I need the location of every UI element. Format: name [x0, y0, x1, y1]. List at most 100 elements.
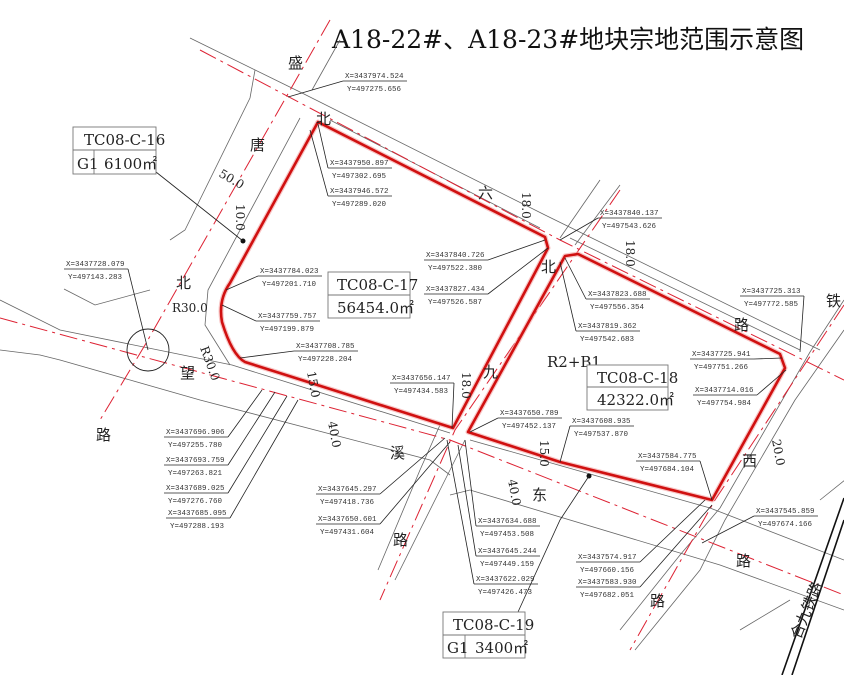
- dimension-label: 18.0: [623, 240, 637, 267]
- coordinate-x: X=3437622.029: [476, 576, 535, 584]
- coordinate-y: Y=497228.204: [298, 356, 353, 364]
- parcel-area: 42322.0㎡: [597, 391, 674, 409]
- dimension-label: 50.0: [217, 166, 247, 191]
- leader-line: [576, 504, 713, 588]
- coordinate-y: Y=497275.656: [347, 86, 402, 94]
- leader-line: [559, 261, 640, 332]
- leader-line: [457, 444, 540, 557]
- dimension-label: 18.0: [519, 192, 533, 219]
- leader-line: [316, 441, 451, 525]
- dimension-label: 18.0: [459, 372, 473, 399]
- coordinate-y: Y=497751.266: [694, 364, 749, 372]
- parcel-label-c16: TC08-C-16 G1 6100㎡: [72, 126, 165, 175]
- parcel-area: 56454.0㎡: [337, 299, 414, 317]
- coordinate-x: X=3437708.785: [296, 343, 355, 351]
- parcel-label-c17: TC08-C-17 56454.0㎡: [327, 271, 418, 319]
- coordinate-y: Y=497772.585: [744, 301, 799, 309]
- coordinate-y: Y=497288.193: [170, 523, 225, 531]
- coordinate-y: Y=497522.380: [428, 265, 483, 273]
- road-name-char: 路: [650, 592, 665, 610]
- coordinate-y: Y=497434.583: [394, 388, 449, 396]
- coordinate-labels: X=3437974.524Y=497275.656X=3437950.897Y=…: [64, 73, 818, 600]
- coordinate-y: Y=497684.104: [640, 466, 695, 474]
- leader-line: [225, 275, 322, 291]
- road-centerlines: [0, 19, 844, 651]
- road-name-char: 北: [176, 274, 191, 292]
- coordinate-y: Y=497418.736: [320, 499, 375, 507]
- intersection-circle: [126, 328, 170, 372]
- leader-line: [239, 350, 358, 359]
- parcel-c17-boundary: [218, 119, 551, 431]
- coordinate-x: X=3437693.759: [166, 457, 225, 465]
- coordinate-x: X=3437645.244: [478, 548, 537, 556]
- coordinate-y: Y=497276.760: [168, 498, 223, 506]
- leader-line: [309, 129, 392, 197]
- dimension-label: R30.0: [197, 344, 222, 382]
- parcel-id: TC08-C-16: [84, 131, 165, 149]
- coordinate-y: Y=497542.683: [580, 336, 635, 344]
- coordinate-x: X=3437819.362: [578, 323, 637, 331]
- parcel-use: G1: [77, 155, 99, 173]
- leader-line: [740, 295, 805, 353]
- railway-label: 合九铁路: [787, 579, 826, 641]
- road-name-char: 六: [478, 184, 493, 202]
- coordinate-x: X=3437583.930: [578, 579, 637, 587]
- coordinate-y: Y=497543.626: [602, 223, 657, 231]
- coordinate-y: Y=497302.695: [332, 173, 387, 181]
- coordinate-x: X=3437728.079: [66, 261, 125, 269]
- coordinate-y: Y=497453.508: [480, 531, 534, 539]
- map-title: A18-22#、A18-23#地块宗地范围示意图: [331, 25, 804, 54]
- parcel-id: TC08-C-17: [337, 276, 418, 294]
- dimension-label: 15.0: [304, 370, 322, 399]
- parcel-label-c18: R2+B1 TC08-C-18 42322.0㎡: [547, 353, 678, 411]
- coordinate-x: X=3437656.147: [392, 375, 451, 383]
- coordinate-y: Y=497449.159: [480, 561, 534, 569]
- coordinate-y: Y=497426.473: [478, 589, 533, 597]
- coordinate-x: X=3437696.906: [166, 429, 225, 437]
- dimension-label: R30.0: [172, 301, 208, 315]
- road-name-char: 溪: [390, 444, 405, 462]
- coordinate-y: Y=497556.354: [590, 304, 645, 312]
- coordinate-y: Y=497199.879: [260, 326, 314, 334]
- coordinate-x: X=3437946.572: [330, 188, 389, 196]
- leader-line: [446, 439, 538, 585]
- coordinate-x: X=3437608.935: [572, 418, 631, 426]
- leader-line: [559, 217, 662, 241]
- leader-line: [424, 247, 549, 295]
- coordinate-x: X=3437827.434: [426, 286, 485, 294]
- parcel-area: 3400㎡: [475, 639, 528, 657]
- coordinate-x: X=3437759.757: [258, 313, 317, 321]
- coordinate-y: Y=497143.283: [68, 274, 123, 282]
- road-name-char: 望: [180, 364, 195, 382]
- parcel-use: G1: [447, 639, 469, 657]
- dimension-label: 15.0: [537, 440, 551, 467]
- coordinate-x: X=3437725.313: [742, 288, 801, 296]
- coordinate-y: Y=497682.051: [580, 592, 635, 600]
- leader-line: [164, 391, 276, 466]
- coordinate-x: X=3437574.917: [578, 554, 637, 562]
- coordinate-x: X=3437725.941: [692, 351, 751, 359]
- leader-line: [164, 395, 288, 494]
- coordinate-y: Y=497537.870: [574, 431, 629, 439]
- parcel-label-c19: TC08-C-19 G1 3400㎡: [442, 611, 534, 659]
- coordinate-x: X=3437823.688: [588, 291, 647, 299]
- road-name-char: 盛: [288, 54, 303, 72]
- road-name-char: 路: [96, 426, 111, 444]
- coordinate-x: X=3437950.897: [330, 160, 389, 168]
